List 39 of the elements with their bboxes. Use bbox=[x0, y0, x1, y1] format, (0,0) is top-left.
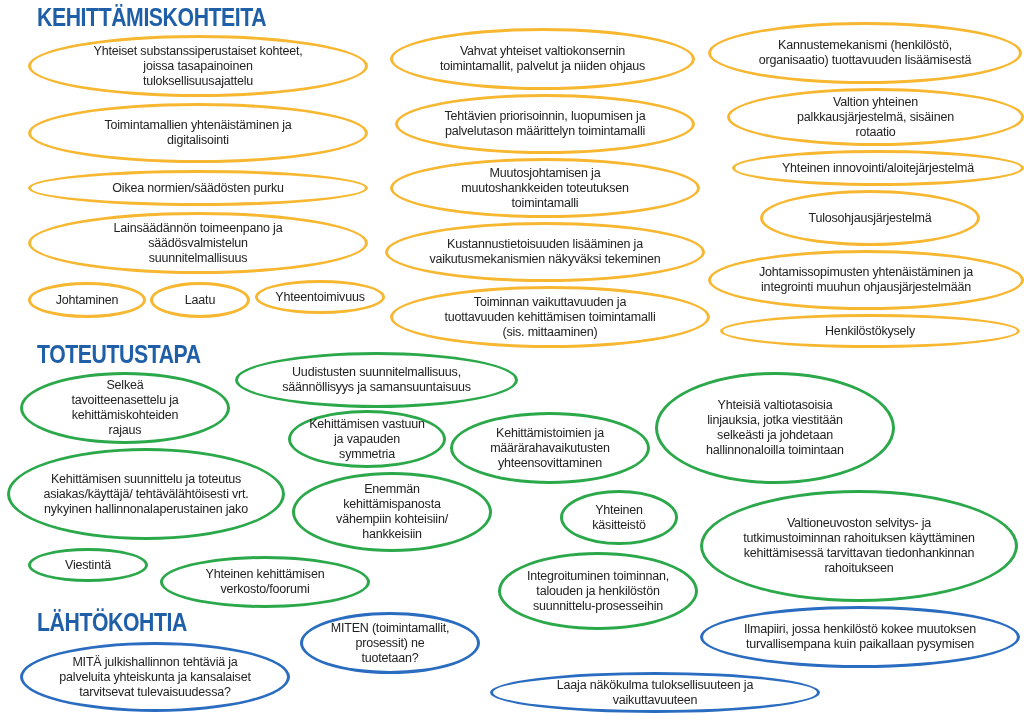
node-text: Valtioneuvoston selvitys- ja tutkimustoiminnan rahoituksen käyttäminen kehittämisessä tarvittavan tiedonhankinnan rahoitukseen bbox=[742, 516, 976, 576]
section-heading: TOTEUTUSTAPA bbox=[37, 340, 201, 369]
node-text: Yhteinen kehittämisen verkosto/foorumi bbox=[204, 567, 326, 597]
node-text: Kustannustietoisuuden lisääminen ja vaikutusmekanismien näkyväksi tekeminen bbox=[428, 237, 662, 267]
node-text: MITÄ julkishallinnon tehtäviä ja palveluita yhteiskunta ja kansalaiset tarvitsevat tulevaisuudessa? bbox=[58, 654, 252, 700]
section-heading: LÄHTÖKOHTIA bbox=[37, 608, 187, 637]
node-text: Henkilöstökysely bbox=[825, 323, 915, 339]
node-text: Laatu bbox=[184, 292, 216, 308]
section-heading: KEHITTÄMISKOHTEITA bbox=[37, 3, 267, 32]
node-text: Yhteisiä valtiotasoisia linjauksia, jotka viestitään selkeästi ja johdetaan hallinnonaloilla toimintaan bbox=[705, 398, 845, 458]
node-text: Oikea normien/säädösten purku bbox=[112, 180, 284, 196]
node-text: Yhteinen innovointi/aloitejärjestelmä bbox=[782, 160, 974, 176]
node-text: Laaja näkökulma tuloksellisuuteen ja vaikuttavuuteen bbox=[555, 677, 755, 708]
ellipse-node bbox=[732, 150, 1024, 186]
node-text: Kehittämistoimien ja määrärahavaikutusten yhteensovittaminen bbox=[489, 425, 611, 471]
node-text: Ilmapiiri, jossa henkilöstö kokee muutoksen turvallisempana kuin paikallaan pysymisen bbox=[743, 622, 977, 652]
node-text: Kannustemekanismi (henkilöstö, organisaatio) tuottavuuden lisäämisestä bbox=[757, 38, 973, 68]
node-text: Yhteinen käsitteistö bbox=[591, 502, 647, 533]
node-text: Valtion yhteinen palkkausjärjestelmä, sisäinen rotaatio bbox=[796, 94, 955, 140]
node-text: Yhteentoimivuus bbox=[275, 289, 365, 305]
node-text: Muutosjohtamisen ja muutoshankkeiden toteutuksen toimintamalli bbox=[460, 165, 630, 211]
node-text: Kehittämisen suunnittelu ja toteutus asiakas/käyttäjä/ tehtävälähtöisesti vrt. nykyinen hallinnonalaperustainen jako bbox=[42, 471, 250, 517]
node-text: Viestintä bbox=[65, 557, 111, 573]
node-text: Lainsäädännön toimeenpano ja säädösvalmistelun suunnitelmallisuus bbox=[112, 220, 284, 266]
node-text: Johtaminen bbox=[55, 292, 119, 308]
node-text: Toimintamallien yhtenäistäminen ja digitalisointi bbox=[103, 118, 293, 148]
node-text: Vahvat yhteiset valtiokonsernin toimintamallit, palvelut ja niiden ohjaus bbox=[438, 44, 647, 74]
node-text: Enemmän kehittämispanosta vähempiin kohteisiin/ hankkeisiin bbox=[335, 482, 449, 542]
node-text: Uudistusten suunnitelmallisuus, säännöllisyys ja samansuuntaisuus bbox=[281, 365, 472, 395]
node-text: Tehtävien priorisoinnin, luopumisen ja palvelutason määrittelyn toimintamalli bbox=[443, 109, 647, 139]
node-text: Johtamissopimusten yhtenäistäminen ja integrointi muuhun ohjausjärjestelmään bbox=[757, 265, 975, 295]
node-text: Yhteiset substanssiperustaiset kohteet, joissa tasapainoinen tuloksellisuusajattelu bbox=[92, 43, 304, 89]
node-text: Kehittämisen vastuun ja vapauden symmetria bbox=[308, 416, 426, 462]
node-text: MITEN (toimintamallit, prosessit) ne tuotetaan? bbox=[329, 620, 451, 666]
node-text: Toiminnan vaikuttavuuden ja tuottavuuden kehittämisen toimintamalli (sis. mittaaminen) bbox=[443, 294, 657, 340]
node-text: Integroituminen toiminnan, talouden ja henkilöstön suunnittelu-prosesseihin bbox=[525, 568, 671, 614]
node-text: Selkeä tavoitteenasettelu ja kehittämiskohteiden rajaus bbox=[70, 378, 180, 438]
node-text: Tulosohjausjärjestelmä bbox=[808, 210, 932, 226]
ellipse-node bbox=[708, 250, 1024, 310]
